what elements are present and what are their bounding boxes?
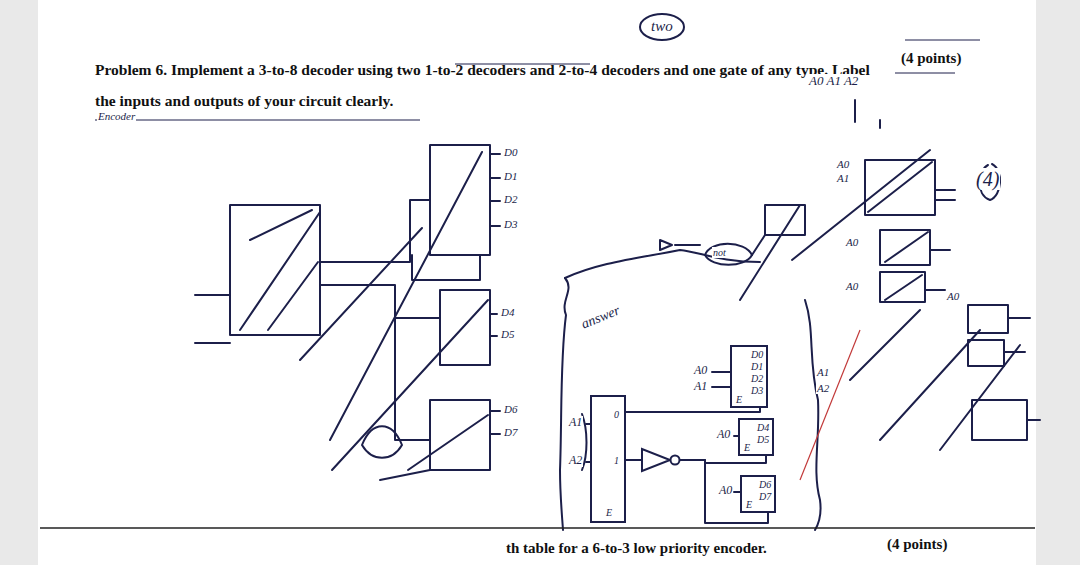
pin-name: E (736, 394, 742, 405)
pin-name: E (606, 507, 612, 518)
handwritten-note: D0 (503, 146, 518, 158)
handwritten-note: D6 (503, 403, 518, 415)
handwritten-note: A0 A1 A2 (808, 74, 859, 88)
handwritten-note: D5 (500, 328, 515, 340)
printed-text: th table for a 6-to-3 low priority encod… (505, 540, 768, 557)
pin-name: D5 (757, 434, 769, 445)
handwritten-note: answer (578, 302, 623, 332)
problem-title: Problem 6. Implement a 3-to-8 decoder us… (95, 54, 890, 116)
handwritten-note: A1 (693, 380, 708, 393)
pin-name: D0 (751, 349, 763, 360)
handwritten-note: two (650, 18, 674, 35)
handwritten-note: D7 (503, 426, 518, 438)
decoder-box: D0D1D2D3E (730, 345, 768, 408)
handwritten-note: A0 (946, 290, 960, 302)
handwritten-note: A0 (836, 158, 850, 170)
handwritten-note: A0 (845, 236, 859, 248)
handwritten-note: Encoder (97, 110, 136, 122)
decoder-box: D6D7E (740, 475, 776, 513)
decoder-box: 0 1E (590, 395, 626, 523)
handwritten-note: A1 (836, 172, 850, 184)
handwritten-note: A0 (718, 484, 733, 497)
handwritten-note: D3 (503, 218, 518, 230)
handwritten-note: A1 (816, 366, 830, 378)
pin-name: D3 (751, 385, 763, 396)
pin-name: D2 (751, 373, 763, 384)
printed-text: (4 points) (886, 536, 948, 553)
pin-name: D6 (759, 479, 771, 490)
handwritten-note: A0 (693, 364, 708, 377)
decoder-box: D4D5E (738, 418, 774, 456)
pin-name: 1 (614, 455, 619, 466)
printed-text: (4 points) (900, 50, 962, 67)
wire (626, 408, 760, 412)
handwritten-note: (4) (975, 168, 1000, 190)
handwritten-note: D1 (503, 170, 518, 182)
pin-name: D4 (757, 422, 769, 433)
handwritten-note: D4 (500, 306, 515, 318)
pin-name: E (744, 442, 750, 453)
pin-name: D1 (751, 361, 763, 372)
pin-name: E (746, 499, 752, 510)
exam-sheet (38, 0, 1036, 565)
handwritten-note: D2 (503, 193, 518, 205)
pin-name: D7 (759, 491, 771, 502)
handwritten-note: A0 (845, 280, 859, 292)
pin-name: 0 (614, 409, 619, 420)
handwritten-note: not (712, 247, 727, 258)
handwritten-note: A0 (716, 428, 731, 441)
handwritten-note: A2 (816, 382, 830, 394)
handwritten-note: A1 (568, 416, 583, 429)
handwritten-note: A2 (568, 454, 583, 467)
